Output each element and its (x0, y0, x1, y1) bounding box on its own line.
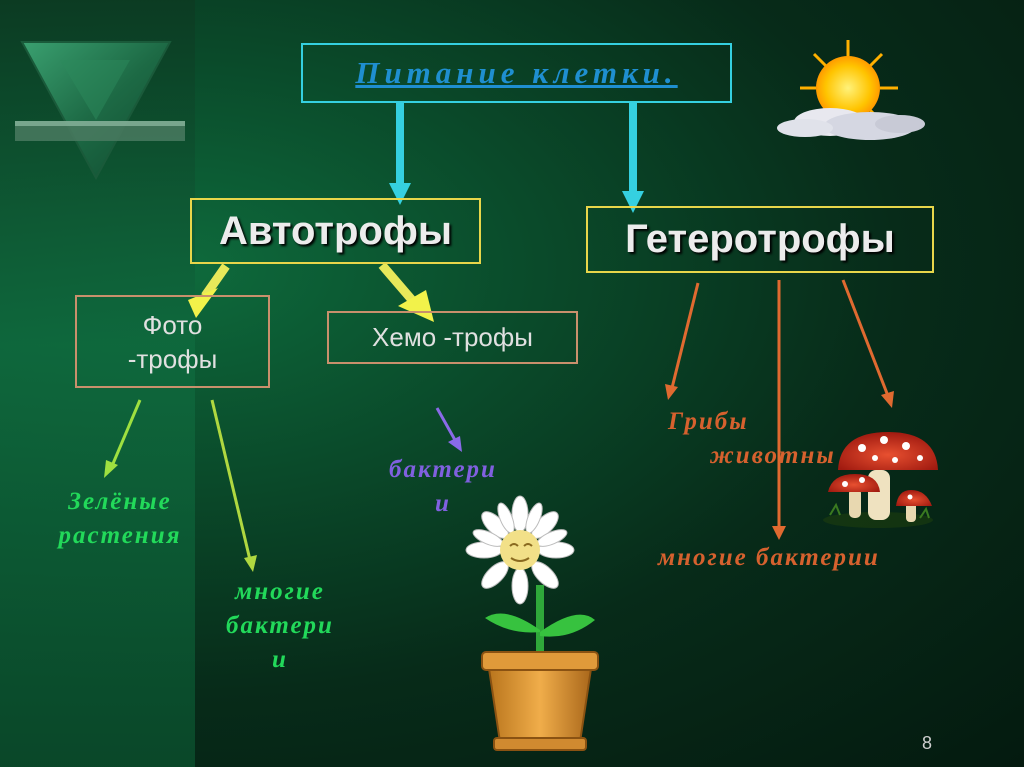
chemo-to-bacteria-arrow (437, 408, 462, 452)
heterotrophs-to-mushrooms-arrow (843, 280, 894, 408)
sun-cloud-icon (777, 40, 925, 140)
heterotrophs-label: Гетеротрофы (625, 217, 895, 262)
fungi-line1: Грибы (668, 405, 858, 439)
fungi-animals-text: Грибы животны (668, 405, 858, 473)
heterotrophs-to-fungi-arrow (665, 283, 698, 400)
fungi-line2: животны (668, 439, 858, 473)
phototrophs-box: Фото -трофы (75, 295, 270, 388)
green-plants-line1: Зелёные (30, 485, 210, 519)
chemotrophs-label: Хемо -трофы (372, 322, 533, 353)
many-bacteria-left-line1: многие (205, 575, 355, 609)
phototrophs-line1: Фото (143, 308, 203, 342)
many-bacteria-right-text: многие бактерии (658, 544, 938, 572)
many-bacteria-left-line2: бактери (205, 609, 355, 643)
autotrophs-label: Автотрофы (219, 209, 452, 254)
green-plants-text: Зелёные растения (30, 485, 210, 553)
bacteria-chemo-text: бактери и (368, 453, 518, 521)
title-box: Питание клетки. (301, 43, 732, 103)
title-to-heterotrophs-arrow (622, 103, 644, 213)
green-plants-line2: растения (30, 519, 210, 553)
photo-to-bacteria-arrow (212, 400, 257, 572)
autotrophs-box: Автотрофы (190, 198, 481, 264)
daisy-pot-icon (466, 496, 598, 750)
bacteria-chemo-line2: и (368, 487, 518, 521)
slide-title: Питание клетки. (355, 55, 677, 91)
photo-to-plants-arrow (104, 400, 140, 478)
heterotrophs-box: Гетеротрофы (586, 206, 934, 273)
triangle-emblem-icon (15, 42, 185, 178)
many-bacteria-left-line3: и (205, 643, 355, 677)
title-to-autotrophs-arrow (389, 103, 411, 205)
chemotrophs-box: Хемо -трофы (327, 311, 578, 364)
page-number: 8 (922, 733, 932, 754)
many-bacteria-left-text: многие бактери и (205, 575, 355, 677)
phototrophs-line2: -трофы (128, 342, 218, 376)
bacteria-chemo-line1: бактери (368, 453, 518, 487)
